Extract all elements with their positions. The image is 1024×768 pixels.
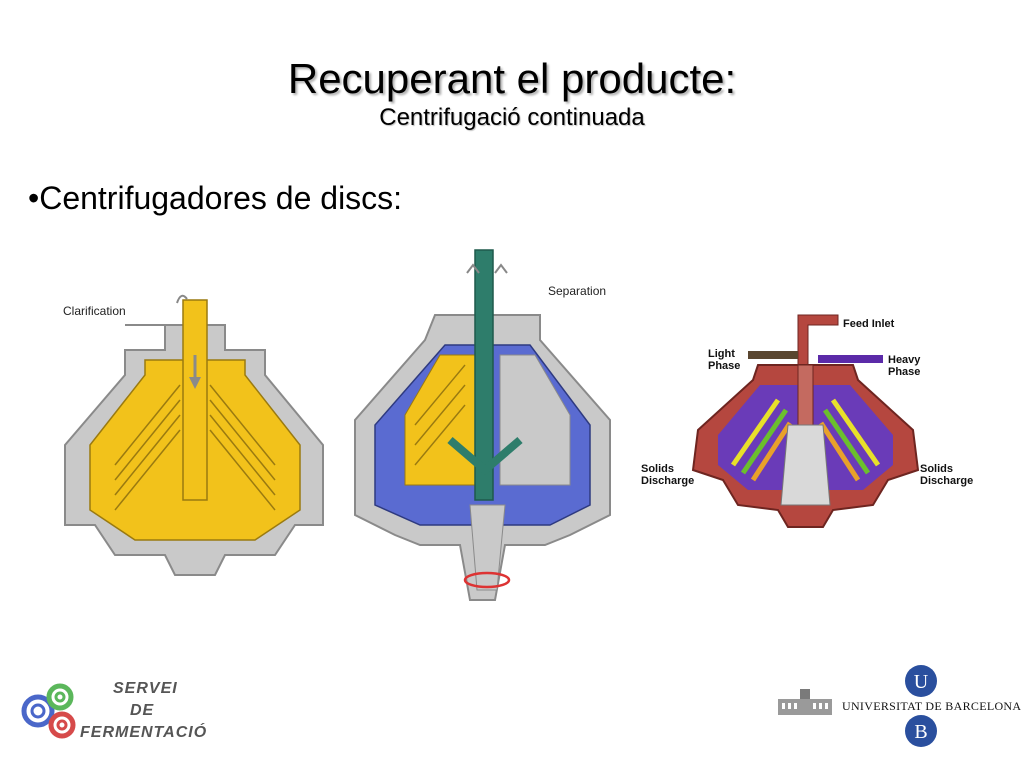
spiral-logo-icon bbox=[21, 683, 76, 739]
three-phase-diagram: Feed Inlet Light Phase Heavy Phase Solid… bbox=[641, 314, 973, 528]
logo-word-servei: SERVEI bbox=[113, 680, 178, 697]
servei-fermentacio-logo: SERVEI DE FERMENTACIÓ bbox=[18, 676, 228, 756]
clarification-shaft bbox=[182, 299, 208, 501]
title-block: Recuperant el producte: Centrifugació co… bbox=[0, 55, 1024, 133]
clarification-disc-stack bbox=[114, 384, 276, 511]
ub-u-badge-icon: U bbox=[905, 665, 937, 697]
rotation-arrow-icon bbox=[463, 571, 511, 589]
solids-left-label-1: Solids bbox=[641, 463, 674, 475]
ub-building-icon bbox=[778, 689, 832, 715]
logo-word-de: DE bbox=[130, 702, 155, 719]
solids-right-label-2: Discharge bbox=[920, 475, 973, 487]
ub-logo: UNIVERSITAT DE BARCELONA U B bbox=[776, 662, 1021, 752]
ub-name: UNIVERSITAT DE BARCELONA bbox=[842, 699, 1022, 713]
separation-label: Separation bbox=[548, 284, 606, 298]
logo-word-fermentacio: FERMENTACIÓ bbox=[80, 724, 208, 741]
solids-left-label-2: Discharge bbox=[641, 475, 694, 487]
light-phase-label-1: Light bbox=[708, 348, 735, 360]
clarification-label: Clarification bbox=[63, 304, 126, 318]
separation-disc-right bbox=[499, 354, 571, 486]
svg-text:B: B bbox=[914, 721, 927, 743]
light-phase-pipe bbox=[748, 351, 798, 359]
three-phase-disc-stack bbox=[730, 398, 881, 482]
slide-subtitle: Centrifugació continuada bbox=[379, 104, 645, 131]
solids-right-label-1: Solids bbox=[920, 463, 953, 475]
slide-title: Recuperant el producte: bbox=[287, 55, 737, 102]
light-phase-label-2: Phase bbox=[708, 360, 740, 372]
feed-inlet-label: Feed Inlet bbox=[843, 318, 895, 330]
heavy-phase-label-1: Heavy bbox=[888, 354, 921, 366]
separation-shaft bbox=[474, 249, 494, 501]
heavy-phase-pipe bbox=[818, 355, 883, 363]
ub-b-badge-icon: B bbox=[905, 715, 937, 747]
separation-diagram: Separation bbox=[354, 249, 611, 601]
bullet-text: •Centrifugadores de discs: bbox=[28, 180, 403, 216]
heavy-phase-label-2: Phase bbox=[888, 366, 920, 378]
separation-disc-left bbox=[404, 354, 476, 486]
svg-text:U: U bbox=[914, 671, 929, 693]
separation-spindle bbox=[469, 504, 506, 591]
three-phase-spindle bbox=[780, 424, 831, 506]
clarification-diagram: Clarification bbox=[63, 294, 324, 576]
